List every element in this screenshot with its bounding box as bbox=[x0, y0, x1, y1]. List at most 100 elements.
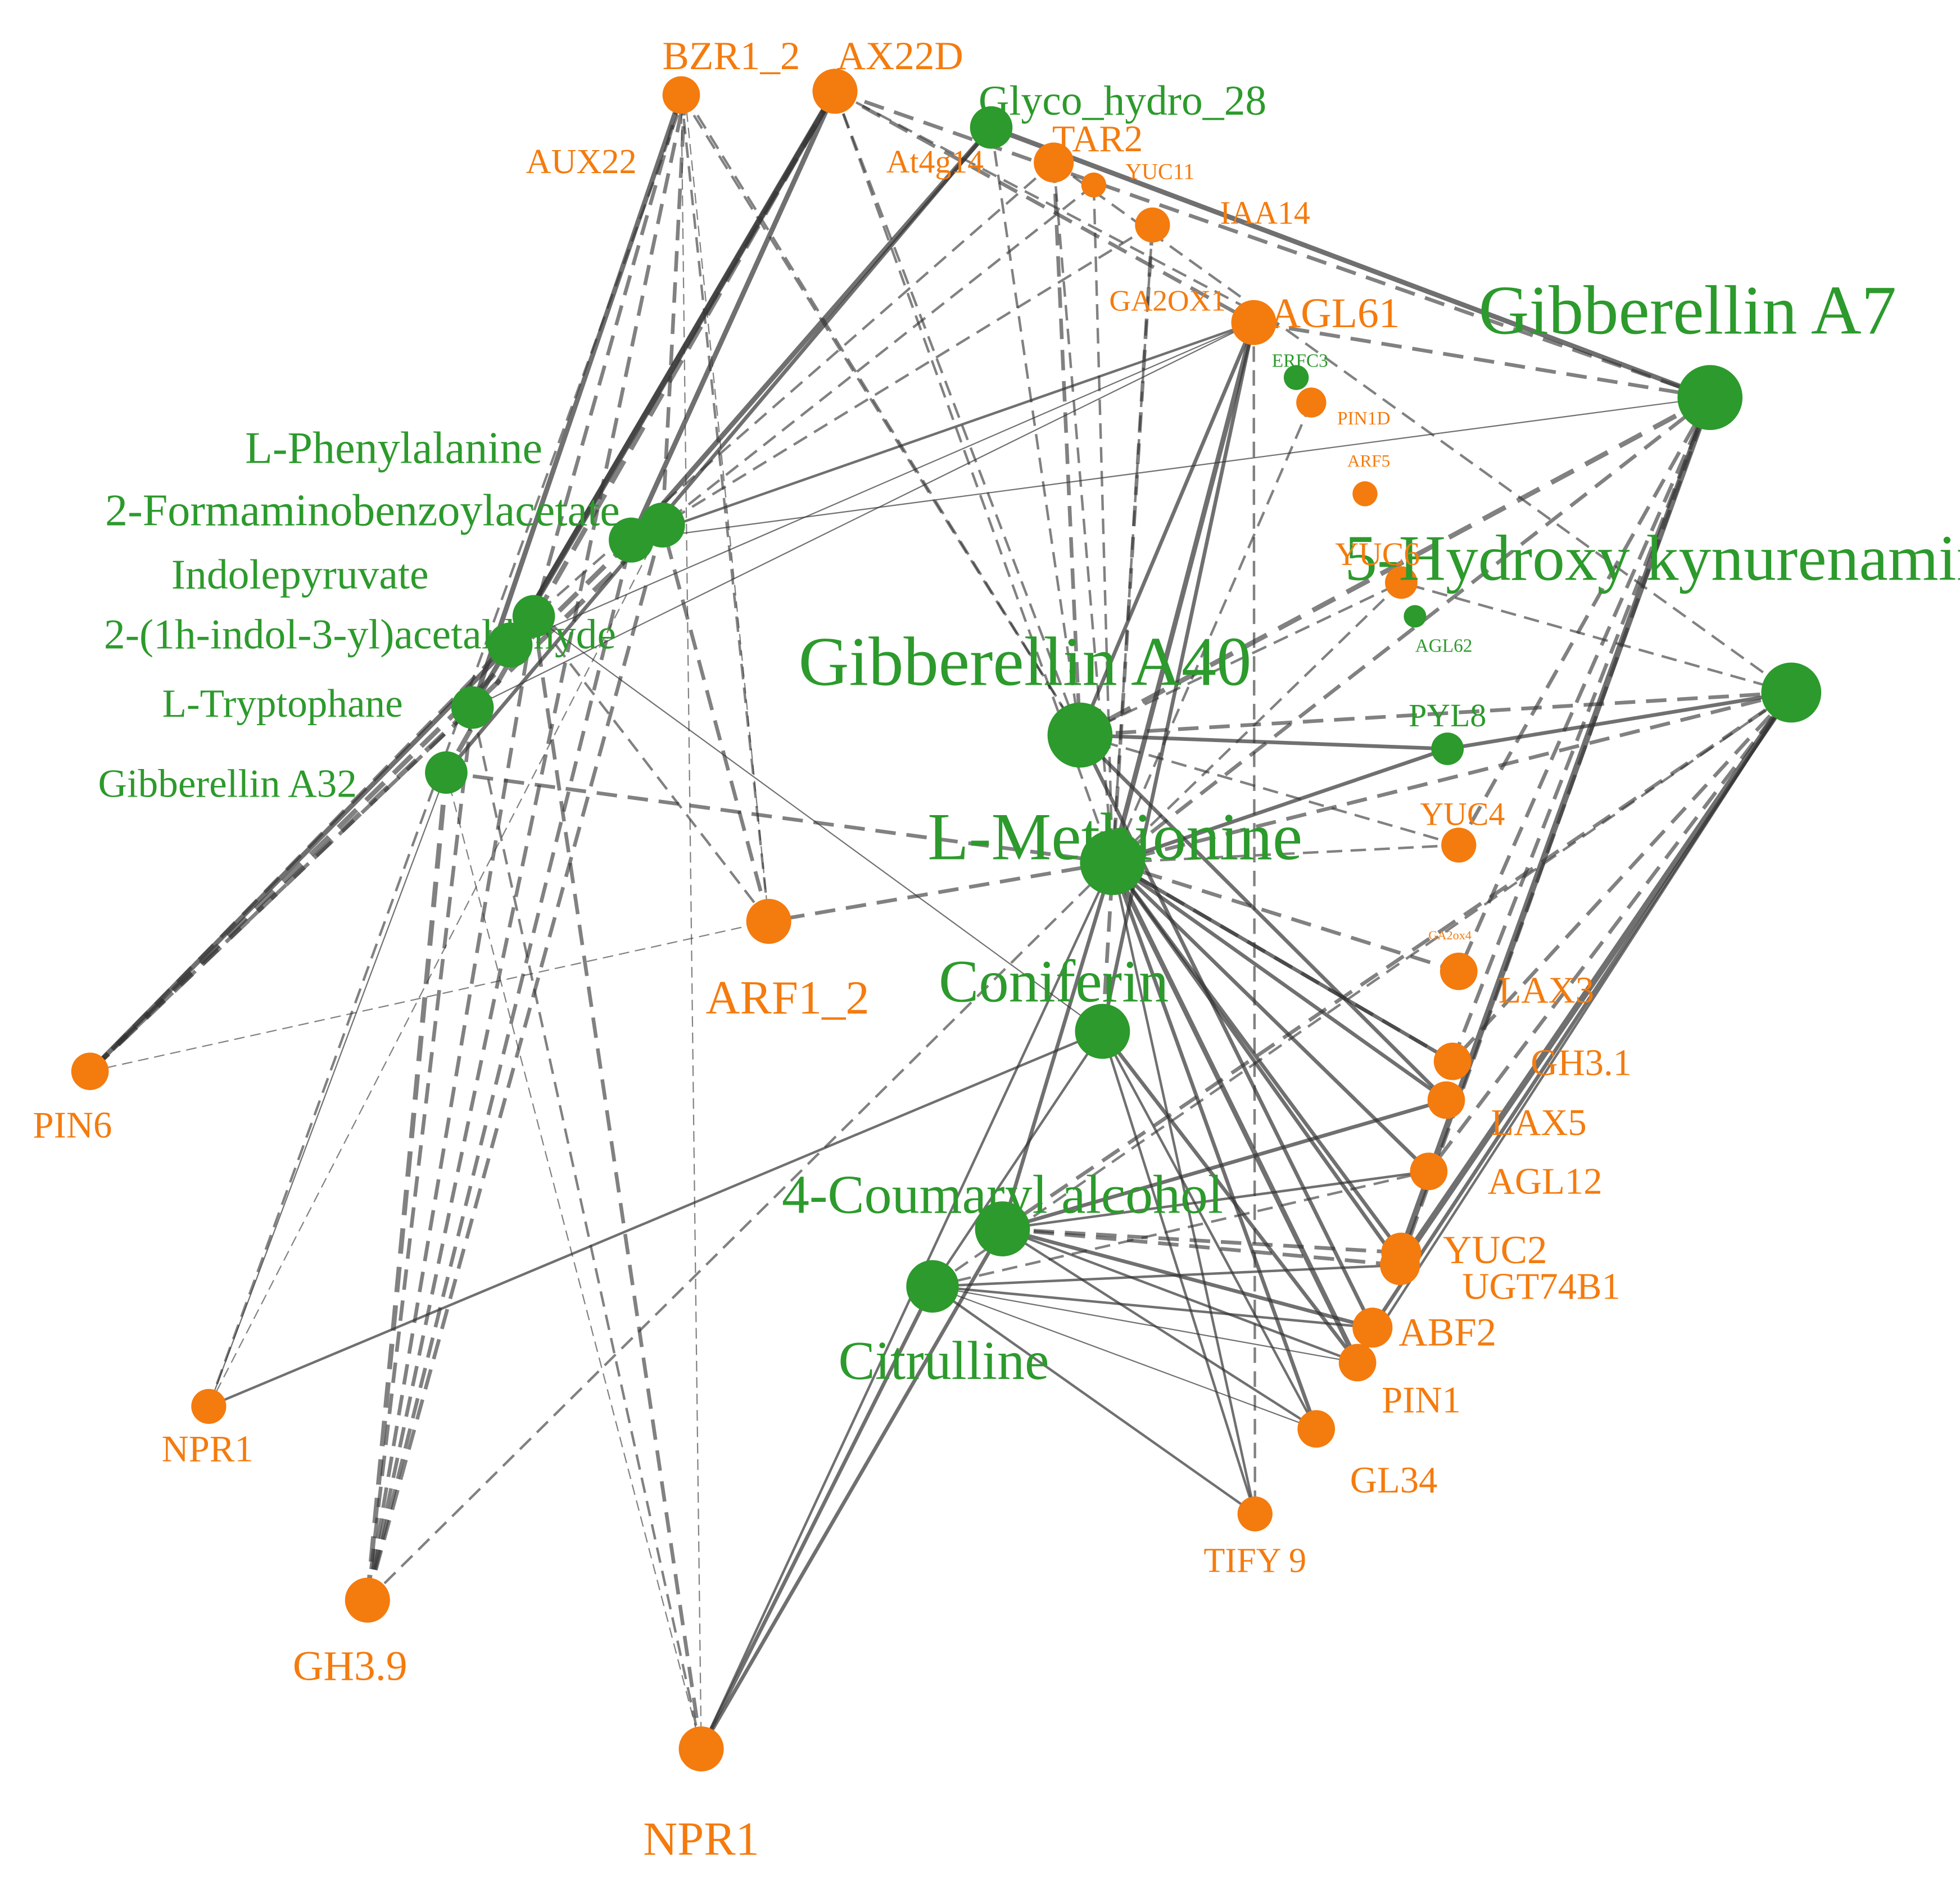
edge bbox=[1002, 1227, 1358, 1364]
node-label-m-coniferin: Coniferin bbox=[939, 948, 1169, 1015]
node-m-5-hydroxykynurenamine bbox=[1761, 662, 1822, 723]
node-g-yuc4 bbox=[1441, 827, 1477, 863]
edge bbox=[932, 1170, 1429, 1288]
node-label-g-pin6: PIN6 bbox=[33, 1105, 112, 1146]
node-g-gh3-1 bbox=[1433, 1042, 1472, 1080]
edge bbox=[88, 706, 474, 1073]
edge bbox=[1112, 844, 1459, 864]
node-label-m-l-phenylalanine: L-Phenylalanine bbox=[245, 423, 542, 473]
edge bbox=[699, 1285, 934, 1750]
node-g-pin1d bbox=[1296, 387, 1327, 418]
node-label-g-gl34: GL34 bbox=[1350, 1460, 1438, 1501]
node-m-gibberellin-a7 bbox=[1677, 365, 1743, 431]
edge bbox=[1052, 162, 1082, 735]
node-label-g-arf5: ARF5 bbox=[1347, 451, 1390, 471]
edge bbox=[208, 772, 447, 1407]
node-g-pin6 bbox=[71, 1052, 109, 1091]
edge bbox=[207, 94, 686, 1407]
edge bbox=[1457, 396, 1712, 973]
node-label-g-bzr1-2: BZR1_2 bbox=[662, 34, 800, 78]
node-label-g-abf2: ABF2 bbox=[1398, 1311, 1496, 1355]
node-label-m-glyco-hydro-28: Glyco_hydro_28 bbox=[979, 78, 1266, 124]
edge bbox=[768, 861, 1113, 924]
edge bbox=[1356, 691, 1792, 1364]
edge bbox=[931, 1285, 1256, 1515]
edge bbox=[445, 772, 702, 1749]
edge bbox=[990, 127, 1081, 735]
edge bbox=[662, 224, 1153, 526]
node-label-m-4-coumaryl-alcohol: 4-Coumaryl alcohol bbox=[782, 1164, 1223, 1225]
edge bbox=[1101, 1030, 1318, 1430]
edge bbox=[1111, 225, 1154, 863]
edge bbox=[1447, 690, 1792, 751]
node-label-g-yuc6: YUC6 bbox=[1335, 536, 1420, 572]
edge bbox=[1111, 402, 1312, 863]
node-g-lax3 bbox=[1440, 952, 1478, 990]
node-label-m-indol-acetaldehyde: 2-(1h-indol-3-yl)acetaldehyde bbox=[104, 612, 616, 658]
edge bbox=[932, 1264, 1400, 1288]
edge bbox=[446, 771, 1113, 865]
edge bbox=[660, 94, 687, 526]
edge bbox=[1079, 395, 1712, 738]
edge bbox=[931, 1030, 1104, 1287]
node-g-npr1-a bbox=[191, 1388, 227, 1424]
edge bbox=[1252, 322, 1256, 1514]
edge bbox=[1111, 861, 1403, 1254]
edge bbox=[472, 322, 1255, 708]
edge bbox=[208, 1030, 1103, 1408]
edge bbox=[1101, 322, 1256, 1032]
node-m-erfc3 bbox=[1283, 365, 1309, 390]
node-label-m-gibberellin-a7: Gibberellin A7 bbox=[1478, 271, 1896, 349]
edge bbox=[1397, 690, 1794, 1267]
edge bbox=[1080, 733, 1448, 751]
edge bbox=[1111, 581, 1402, 864]
node-m-glyco-hydro-28 bbox=[970, 106, 1013, 149]
node-label-g-at4g14: At4g14 bbox=[886, 143, 984, 180]
node-label-g-yuc4: YUC4 bbox=[1420, 796, 1505, 833]
edge bbox=[1002, 1227, 1401, 1267]
node-g-bzr1-2 bbox=[662, 76, 700, 114]
edge bbox=[1110, 322, 1256, 863]
edge bbox=[1111, 861, 1454, 1063]
edge bbox=[631, 321, 1255, 541]
edge bbox=[366, 861, 1113, 1602]
node-label-m-erfc3: ERFC3 bbox=[1272, 351, 1328, 372]
node-label-m-citrulline: Citrulline bbox=[839, 1331, 1049, 1391]
node-m-coniferin bbox=[1075, 1003, 1130, 1059]
node-m-pyl8 bbox=[1431, 732, 1464, 765]
node-g-lax5 bbox=[1427, 1081, 1465, 1119]
edge bbox=[834, 91, 1081, 736]
edge bbox=[932, 1286, 1317, 1430]
node-label-m-gibberellin-a40: Gibberellin A40 bbox=[799, 622, 1252, 700]
edge bbox=[1427, 691, 1793, 1173]
edge bbox=[88, 615, 535, 1073]
node-label-g-lax3: LAX3 bbox=[1499, 970, 1594, 1011]
node-g-agl12 bbox=[1410, 1152, 1448, 1191]
node-label-m-gibberellin-a32: Gibberellin A32 bbox=[98, 762, 357, 806]
edge bbox=[834, 89, 1255, 324]
node-label-g-yuc11: YUC11 bbox=[1125, 159, 1194, 184]
node-label-g-npr1-a: NPR1 bbox=[162, 1428, 254, 1469]
edge bbox=[1080, 690, 1791, 737]
node-g-gh3-9 bbox=[345, 1577, 390, 1623]
node-label-g-ga2ox4: GA2ox4 bbox=[1428, 928, 1472, 942]
edge bbox=[1112, 690, 1792, 865]
edge bbox=[1401, 581, 1792, 694]
node-g-gl34 bbox=[1297, 1410, 1336, 1448]
node-g-yuc11 bbox=[1081, 172, 1107, 198]
edge bbox=[1002, 1227, 1402, 1255]
edge bbox=[1112, 747, 1449, 865]
edge bbox=[509, 322, 1254, 646]
node-label-g-pin1: PIN1 bbox=[1382, 1380, 1461, 1421]
node-label-g-npr1-b: NPR1 bbox=[643, 1813, 759, 1866]
node-label-g-aux22: AUX22 bbox=[526, 143, 637, 181]
edge bbox=[444, 90, 838, 774]
node-label-m-l-tryptophane: L-Tryptophane bbox=[162, 682, 402, 726]
node-m-gibberellin-a32 bbox=[425, 751, 468, 794]
edge bbox=[1110, 861, 1360, 1364]
node-label-g-tify9: TIFY 9 bbox=[1203, 1541, 1306, 1580]
edge bbox=[365, 772, 449, 1600]
edge bbox=[700, 862, 1114, 1750]
edge bbox=[471, 707, 703, 1749]
